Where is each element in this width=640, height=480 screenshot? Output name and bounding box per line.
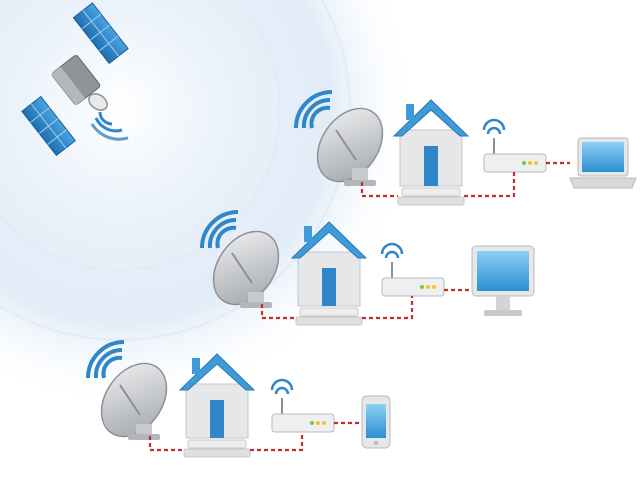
receiver-box-icon [295,307,363,326]
receiver-box-icon [397,187,465,206]
smartphone-icon [361,395,391,449]
house-icon [178,353,256,439]
house-icon [290,221,368,307]
signal-waves-icon [200,210,239,249]
satellite-dish-icon [100,362,168,440]
network-cable [360,161,570,198]
network-row-3 [86,340,391,458]
router-icon [380,242,445,297]
laptop-icon [569,137,637,189]
monitor-icon [471,245,535,316]
router-icon [482,118,547,173]
network-cable [260,288,472,320]
satellite-dish-icon [316,107,384,186]
network-row-2 [200,210,535,326]
signal-waves-icon [294,90,333,129]
house-icon [392,99,470,187]
signal-waves-icon [86,340,125,379]
receiver-box-icon [183,439,251,458]
network-row-1 [294,90,637,206]
network-cable [148,421,362,452]
satellite-icon [21,2,129,157]
satellite-dish-icon [212,230,280,308]
